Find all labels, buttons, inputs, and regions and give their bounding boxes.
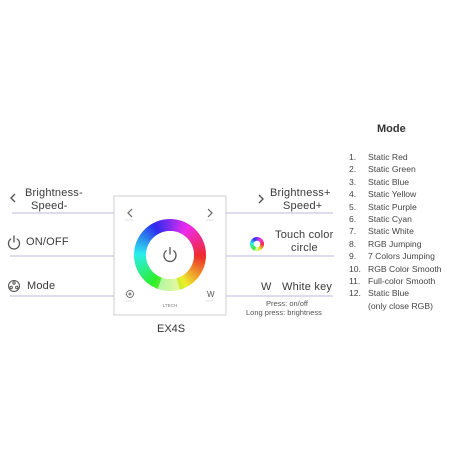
model-name: EX4S bbox=[157, 323, 186, 335]
mode-item-text: RGB Jumping bbox=[368, 238, 422, 249]
mode-item: 10. RGB Color Smooth bbox=[349, 263, 442, 275]
mode-item-number: 5. bbox=[349, 201, 357, 212]
mode-item: 7. Static White bbox=[349, 225, 442, 237]
mode-item-text: Static Blue bbox=[368, 288, 410, 299]
mode-item-text: Static Red bbox=[368, 152, 408, 162]
mode-item: 11. Full-color Smooth bbox=[349, 275, 442, 287]
mode-item-text: Full-color Smooth bbox=[368, 275, 436, 286]
color-ring[interactable] bbox=[134, 219, 206, 291]
on-off-label: ON/OFF bbox=[26, 236, 69, 248]
speed-minus-label: Speed- bbox=[31, 200, 68, 212]
mode-item-number: 10. bbox=[349, 263, 361, 274]
mode-item-number: 6. bbox=[349, 213, 357, 224]
brightness-minus-label: Brightness- bbox=[25, 187, 83, 199]
mode-item-number: 1. bbox=[349, 152, 357, 162]
touch-circle-label: circle bbox=[291, 242, 318, 254]
mode-item: 6. Static Cyan bbox=[349, 213, 442, 225]
mode-item-text: RGB Color Smooth bbox=[368, 263, 442, 274]
mode-icon bbox=[8, 280, 20, 292]
brightness-plus-label: Brightness+ bbox=[270, 187, 331, 199]
panel-mode-icon[interactable] bbox=[126, 290, 134, 298]
white-key-symbol: W bbox=[261, 281, 272, 293]
speed-plus-label: Speed+ bbox=[283, 200, 323, 212]
mode-label: Mode bbox=[27, 280, 56, 292]
mode-item: 2. Static Green bbox=[349, 163, 442, 175]
panel-w-key[interactable]: W bbox=[207, 290, 215, 299]
mode-item: 9. 7 Colors Jumping bbox=[349, 250, 442, 262]
ring-inner bbox=[146, 231, 194, 279]
mode-item-number: 4. bbox=[349, 189, 357, 200]
mode-item-number: 11. bbox=[349, 275, 361, 286]
mode-item-number: 9. bbox=[349, 251, 357, 262]
mode-item-text: Static White bbox=[368, 226, 414, 237]
mode-item-number: 12. bbox=[349, 288, 361, 299]
color-ring-icon bbox=[250, 236, 264, 252]
mode-item: 4. Static Yellow bbox=[349, 188, 442, 200]
mode-item-text: Static Yellow bbox=[368, 189, 417, 200]
mode-title: Mode bbox=[377, 123, 406, 135]
chevron-right-icon bbox=[258, 194, 264, 204]
mode-item-text: 7 Colors Jumping bbox=[368, 251, 435, 262]
press-note-2: Long press: brightness bbox=[246, 308, 322, 317]
mode-item-number: 2. bbox=[349, 164, 357, 175]
mode-item-note: (only close RGB) bbox=[368, 300, 433, 311]
connector-lines bbox=[10, 212, 334, 297]
touch-color-label: Touch color bbox=[275, 229, 334, 241]
chevron-left-icon bbox=[10, 193, 16, 203]
mode-item-number: 7. bbox=[349, 226, 357, 237]
mode-item: 1. Static Red bbox=[349, 151, 442, 163]
mode-item-text: Static Green bbox=[368, 164, 416, 175]
white-key-label: White key bbox=[282, 281, 333, 293]
panel-brand: LTECH bbox=[163, 303, 177, 308]
mode-item-text: Static Purple bbox=[368, 201, 417, 212]
mode-item: 12. Static Blue bbox=[349, 287, 442, 299]
power-icon-left bbox=[7, 235, 21, 250]
mode-item: 8. RGB Jumping bbox=[349, 238, 442, 250]
press-note-1: Press: on/off bbox=[266, 299, 308, 308]
panel-chevron-right-icon[interactable] bbox=[207, 208, 213, 218]
mode-item: 3. Static Blue bbox=[349, 176, 442, 188]
panel-chevron-left-icon[interactable] bbox=[127, 208, 133, 218]
power-icon[interactable] bbox=[163, 246, 177, 263]
mode-item-text: Static Cyan bbox=[368, 213, 412, 224]
mode-item-text: Static Blue bbox=[368, 176, 410, 187]
mode-item-number: 3. bbox=[349, 176, 357, 187]
mode-item-number: 8. bbox=[349, 238, 357, 249]
mode-item: 5. Static Purple bbox=[349, 201, 442, 213]
